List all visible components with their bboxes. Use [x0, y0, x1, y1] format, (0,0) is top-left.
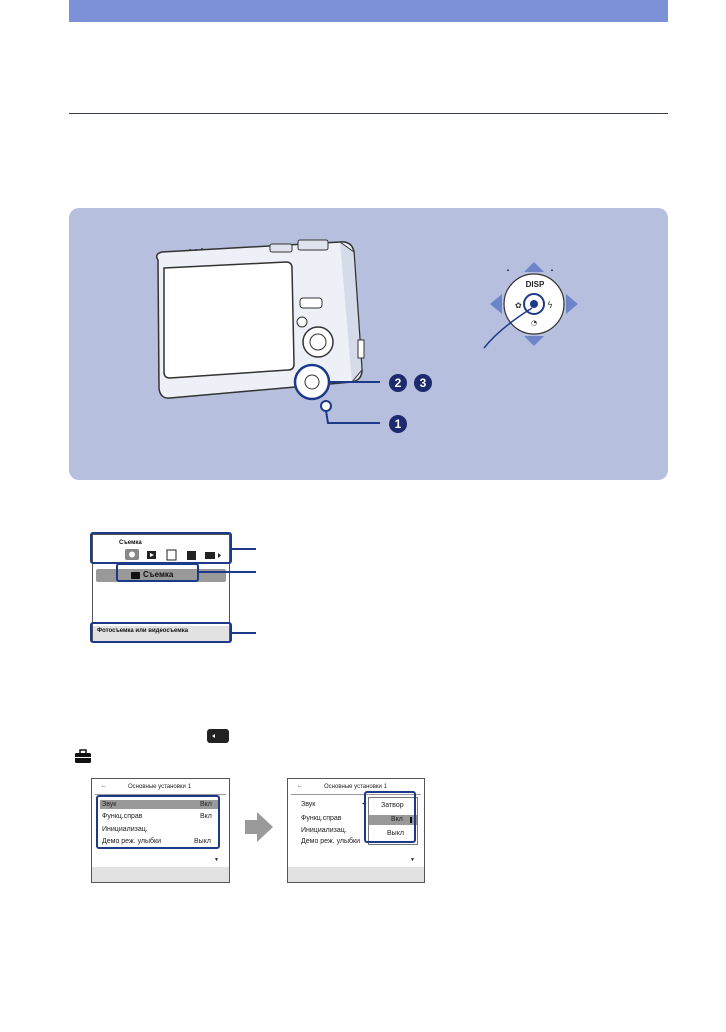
row-value: Вкл: [200, 813, 212, 820]
menu-title: Съемка: [119, 540, 142, 546]
highlight-description: [90, 622, 232, 643]
left-arrow-icon: [490, 294, 502, 314]
option-item-selected: Вкл: [391, 816, 403, 823]
row-label: Функц.справ: [102, 813, 143, 820]
row-value: Вкл: [200, 801, 212, 808]
row-label: Демо реж. улыбки: [102, 838, 162, 845]
row-label: Функц.справ: [301, 815, 342, 822]
option-item: Затвор: [381, 802, 404, 809]
scroll-down-icon: ▼: [410, 857, 415, 863]
settings-title: Основные установки 1: [128, 784, 191, 790]
option-popup: Затвор Вкл Выкл: [368, 797, 418, 845]
selected-item: Съемка: [143, 570, 174, 579]
macro-icon: ✿: [515, 301, 522, 310]
music-icon: [166, 549, 177, 561]
section-divider: [69, 113, 668, 114]
option-item: Выкл: [387, 830, 404, 837]
svg-text:▲: ▲: [550, 267, 554, 272]
header-bar: [69, 0, 668, 22]
self-timer-icon: ◔: [531, 319, 537, 327]
row-label: Демо реж. улыбки: [301, 838, 361, 845]
scroll-down-icon: ▼: [214, 857, 219, 863]
step-badge-2: 2: [389, 374, 407, 392]
next-step-arrow-icon: [245, 812, 273, 842]
toolbox-icon: [75, 749, 91, 763]
settings-screen-right: ← Основные установки 1 Звук ◂ Функц.спра…: [287, 778, 425, 883]
right-arrow-icon: [566, 294, 578, 314]
highlight-icon-row: [90, 532, 232, 564]
svg-text:▲: ▲: [506, 267, 510, 272]
row-label: Звук: [301, 801, 316, 808]
highlight-selected-item: [116, 563, 199, 582]
disp-label: DISP: [525, 280, 545, 289]
flash-icon: ϟ: [547, 301, 553, 311]
settings-title: Основные установки 1: [324, 784, 387, 790]
menu-screen: Съемка Съемка Фотосъемка или видеосъемка: [92, 534, 230, 642]
left-button-icon: [207, 729, 229, 743]
row-label: Инициализац.: [301, 827, 347, 834]
camera-illustration: [155, 239, 380, 424]
menu-icon-row: [125, 549, 221, 561]
step-badge-1: 1: [389, 415, 407, 433]
mode-description: Фотосъемка или видеосъемка: [97, 628, 189, 634]
control-pad-diagram: ✿ ϟ ◔ ▲ ▲: [483, 262, 578, 349]
print-icon: [187, 551, 196, 560]
down-arrow-icon: [524, 336, 544, 346]
camera-icon: [131, 572, 140, 579]
row-value: Выкл: [194, 838, 211, 845]
highlight-option-popup: [364, 791, 416, 843]
left-caret-icon: ◂: [362, 801, 366, 807]
row-label: Звук: [102, 801, 117, 808]
row-label: Инициализац.: [102, 826, 148, 833]
highlight-settings-list: [96, 795, 220, 849]
memory-icon: [205, 552, 215, 559]
step-badge-3: 3: [414, 374, 432, 392]
up-arrow-icon: [524, 262, 544, 272]
